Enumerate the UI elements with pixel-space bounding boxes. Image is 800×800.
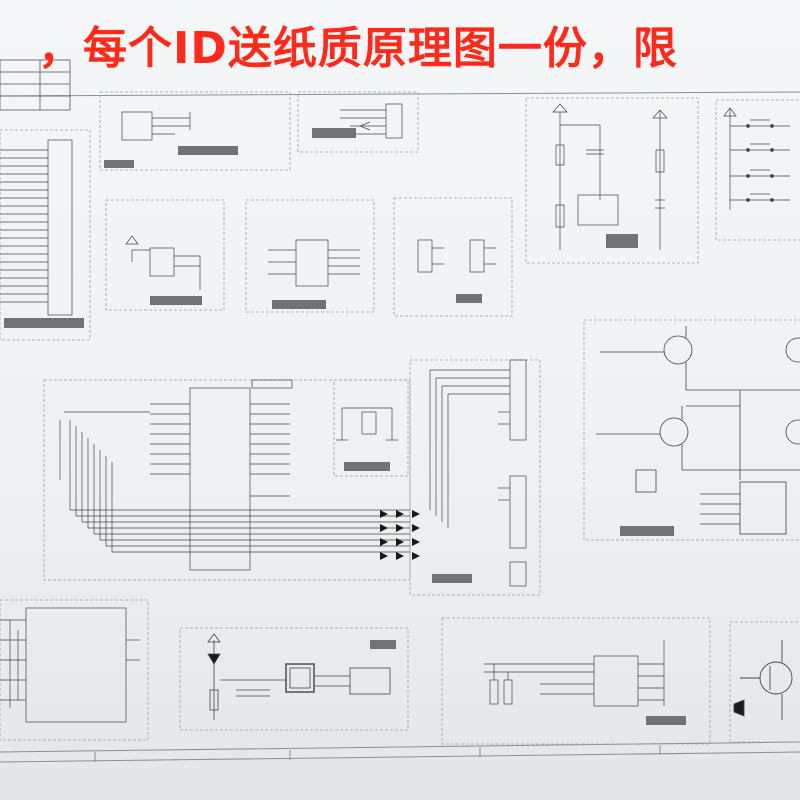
- header4-module: [268, 239, 360, 309]
- crystal-oscillator-module: [336, 407, 398, 471]
- lcd-connector: [0, 139, 84, 328]
- key-switch-module: [723, 107, 790, 210]
- banner-text: ，每个ID送纸质原理图一份，限: [38, 23, 678, 74]
- sheet-frame: [0, 91, 800, 763]
- promo-banner: ，每个ID送纸质原理图一份，限: [0, 0, 800, 85]
- title-block: [0, 59, 71, 111]
- header3-module: [125, 235, 202, 305]
- reset-circuit-module: [552, 103, 668, 250]
- module-tags: [104, 160, 134, 168]
- buzzer-module: [733, 640, 793, 720]
- eeprom-module: [484, 640, 686, 725]
- mcu-section: [59, 379, 410, 571]
- led-diodes: [380, 510, 420, 560]
- power-supply-module: [207, 633, 396, 720]
- module-frames: [0, 91, 800, 745]
- led-array: [429, 359, 527, 587]
- fan-connector-module: [417, 239, 496, 303]
- sensor-header-module: [312, 103, 403, 139]
- transistor-driver-module: [596, 326, 800, 536]
- ir-receiver-module: [121, 111, 238, 155]
- usb-serial-module: [0, 607, 140, 723]
